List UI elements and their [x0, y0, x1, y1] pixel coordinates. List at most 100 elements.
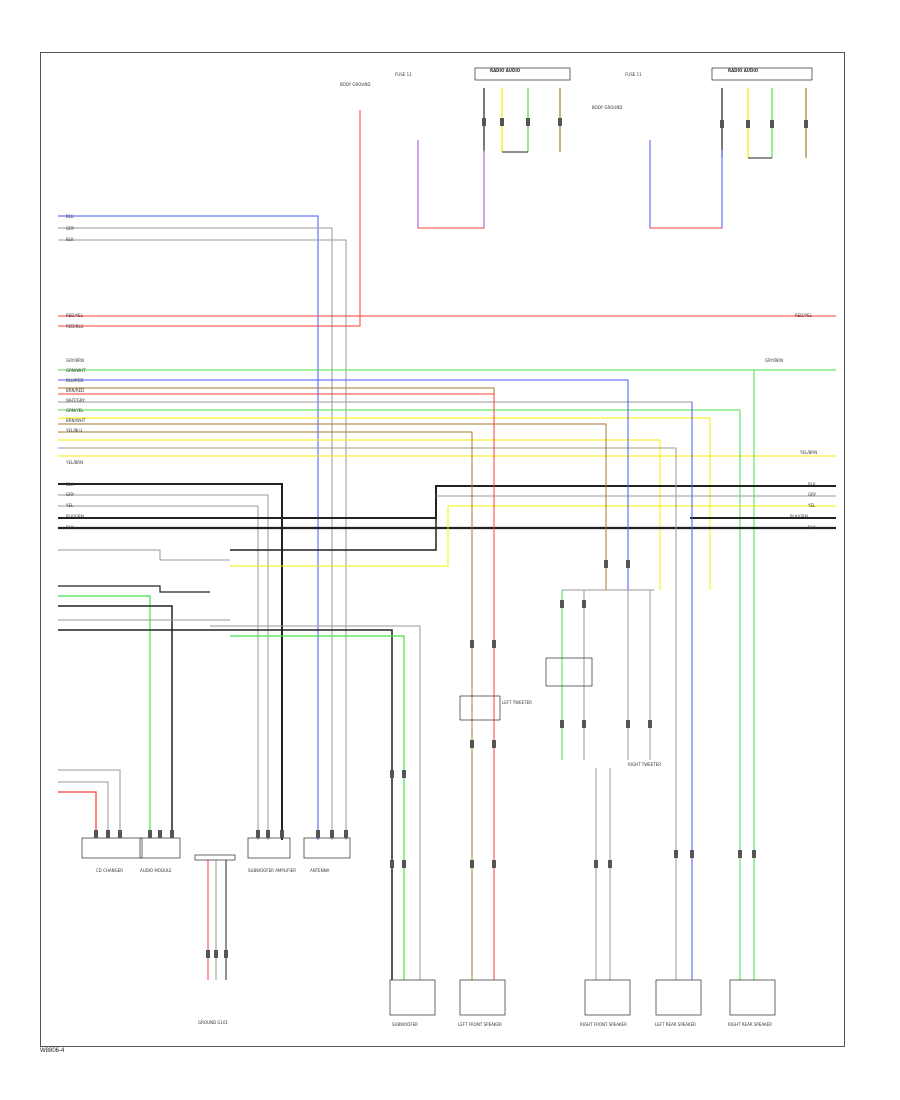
connector-pin	[626, 720, 630, 728]
bottom-label-cd-changer: CD CHANGER	[96, 868, 124, 873]
connector-pin	[402, 770, 406, 778]
wire-19	[58, 318, 361, 327]
connector-pin	[390, 860, 394, 868]
radio-left-pin	[482, 118, 486, 126]
connector-pin	[560, 600, 564, 608]
wire-label-18: BLK/GRN	[66, 514, 84, 519]
connector-pin	[330, 830, 334, 838]
bottom-label-right-front: RIGHT FRONT SPEAKER	[580, 1022, 627, 1027]
connector-pin	[94, 830, 98, 838]
connector-pin	[674, 850, 678, 858]
left-tweeter-box	[459, 695, 501, 721]
connector-pin	[118, 830, 122, 838]
wire-25	[58, 409, 741, 590]
connector-pin	[170, 830, 174, 838]
ground-left-label: BODY GROUND	[340, 82, 371, 87]
cd-changer-box	[81, 837, 143, 859]
wire-37	[58, 505, 259, 840]
wire-label-19: BLK	[66, 525, 74, 530]
connector-pin	[214, 950, 218, 958]
wire-20	[58, 369, 755, 590]
tweeter-left-label: LEFT TWEETER	[502, 700, 532, 705]
connector-pin	[280, 830, 284, 838]
radio-right-pin	[804, 120, 808, 128]
connector-pin	[492, 640, 496, 648]
wire-52	[210, 625, 421, 980]
connector-pin	[344, 830, 348, 838]
connector-pin	[106, 830, 110, 838]
subwoofer-box	[389, 979, 436, 1016]
wire-label-1: BLU	[66, 214, 74, 219]
wire-55	[58, 791, 97, 838]
wire-26	[58, 417, 711, 590]
fuse-left-label: FUSE 11	[395, 72, 412, 77]
wire-label-16: GRY	[66, 492, 75, 497]
connector-pin	[604, 560, 608, 568]
radio-left-pin	[526, 118, 530, 126]
bottom-label-right-rear: RIGHT REAR SPEAKER	[728, 1022, 773, 1027]
wire-23	[58, 393, 495, 590]
connector-pin	[648, 720, 652, 728]
wire-47	[58, 595, 151, 838]
connector-pin	[690, 850, 694, 858]
wire-46	[58, 585, 210, 593]
connector-pin	[738, 850, 742, 858]
connector-pin	[560, 720, 564, 728]
radio-left-box	[474, 67, 571, 81]
wire-17	[58, 239, 347, 840]
connector-pin	[266, 830, 270, 838]
wire-label-3: BLK	[66, 237, 74, 242]
bottom-label-subwoofer: SUBWOOFER	[392, 1022, 418, 1027]
wire-label-13: YEL/BLU	[66, 428, 83, 433]
diagram-frame	[40, 52, 845, 1047]
bottom-label-subwoofer-amp: SUBWOOFER AMPLIFIER	[248, 868, 296, 873]
right-label-5: GRY	[808, 492, 817, 497]
wire-39	[58, 485, 836, 519]
right-label-2: GRY/BRN	[765, 358, 783, 363]
wire-16	[58, 227, 333, 840]
audio-module-box	[139, 837, 181, 859]
connector-pin	[594, 860, 598, 868]
right-label-8: BLK	[808, 525, 816, 530]
right-front-speaker-box	[584, 979, 631, 1016]
wire-42	[230, 506, 449, 567]
bottom-label-antenna: ANTENNA	[310, 868, 330, 873]
wire-51	[230, 635, 405, 980]
connector-pin	[256, 830, 260, 838]
wire-11	[417, 140, 485, 229]
wire-label-8: BLU/RED	[66, 378, 84, 383]
ground-right-label: BODY GROUND	[592, 105, 623, 110]
connector-pin	[582, 720, 586, 728]
radio-right-pin	[720, 120, 724, 128]
connector-pin	[206, 950, 210, 958]
wire-36	[58, 494, 269, 840]
radio-right-pin	[746, 120, 750, 128]
connector-pin	[492, 860, 496, 868]
component-layer	[81, 67, 813, 1016]
wire-15	[58, 215, 319, 840]
wire-29	[58, 439, 661, 590]
wire-label-6: GRY/BRN	[66, 358, 84, 363]
wire-48	[58, 605, 173, 838]
bottom-label-left-rear: LEFT REAR SPEAKER	[655, 1022, 696, 1027]
wire-label-15: BLK	[66, 482, 74, 487]
wire-35	[58, 483, 283, 840]
wire-label-5: RED/BLU	[66, 324, 84, 329]
connector-pin	[148, 830, 152, 838]
connector-pin	[582, 600, 586, 608]
diagram-code: W8806-4	[40, 1048, 65, 1054]
wire-label-14: YEL/BRN	[66, 460, 84, 465]
connector-pin	[470, 640, 474, 648]
subwoofer-amp-box	[247, 837, 291, 859]
wire-label-4: RED/YEL	[66, 313, 83, 318]
radio-left-pin	[500, 118, 504, 126]
connector-pin	[316, 830, 320, 838]
top-component-radio-right: RADIO AUDIO	[728, 68, 759, 73]
bottom-label-audio-module: AUDIO MODULE	[140, 868, 172, 873]
radio-right-box	[711, 67, 813, 81]
wire-label-2: GRY	[66, 226, 75, 231]
antenna-box	[303, 837, 351, 859]
connector-pin	[158, 830, 162, 838]
connector-pin	[626, 560, 630, 568]
